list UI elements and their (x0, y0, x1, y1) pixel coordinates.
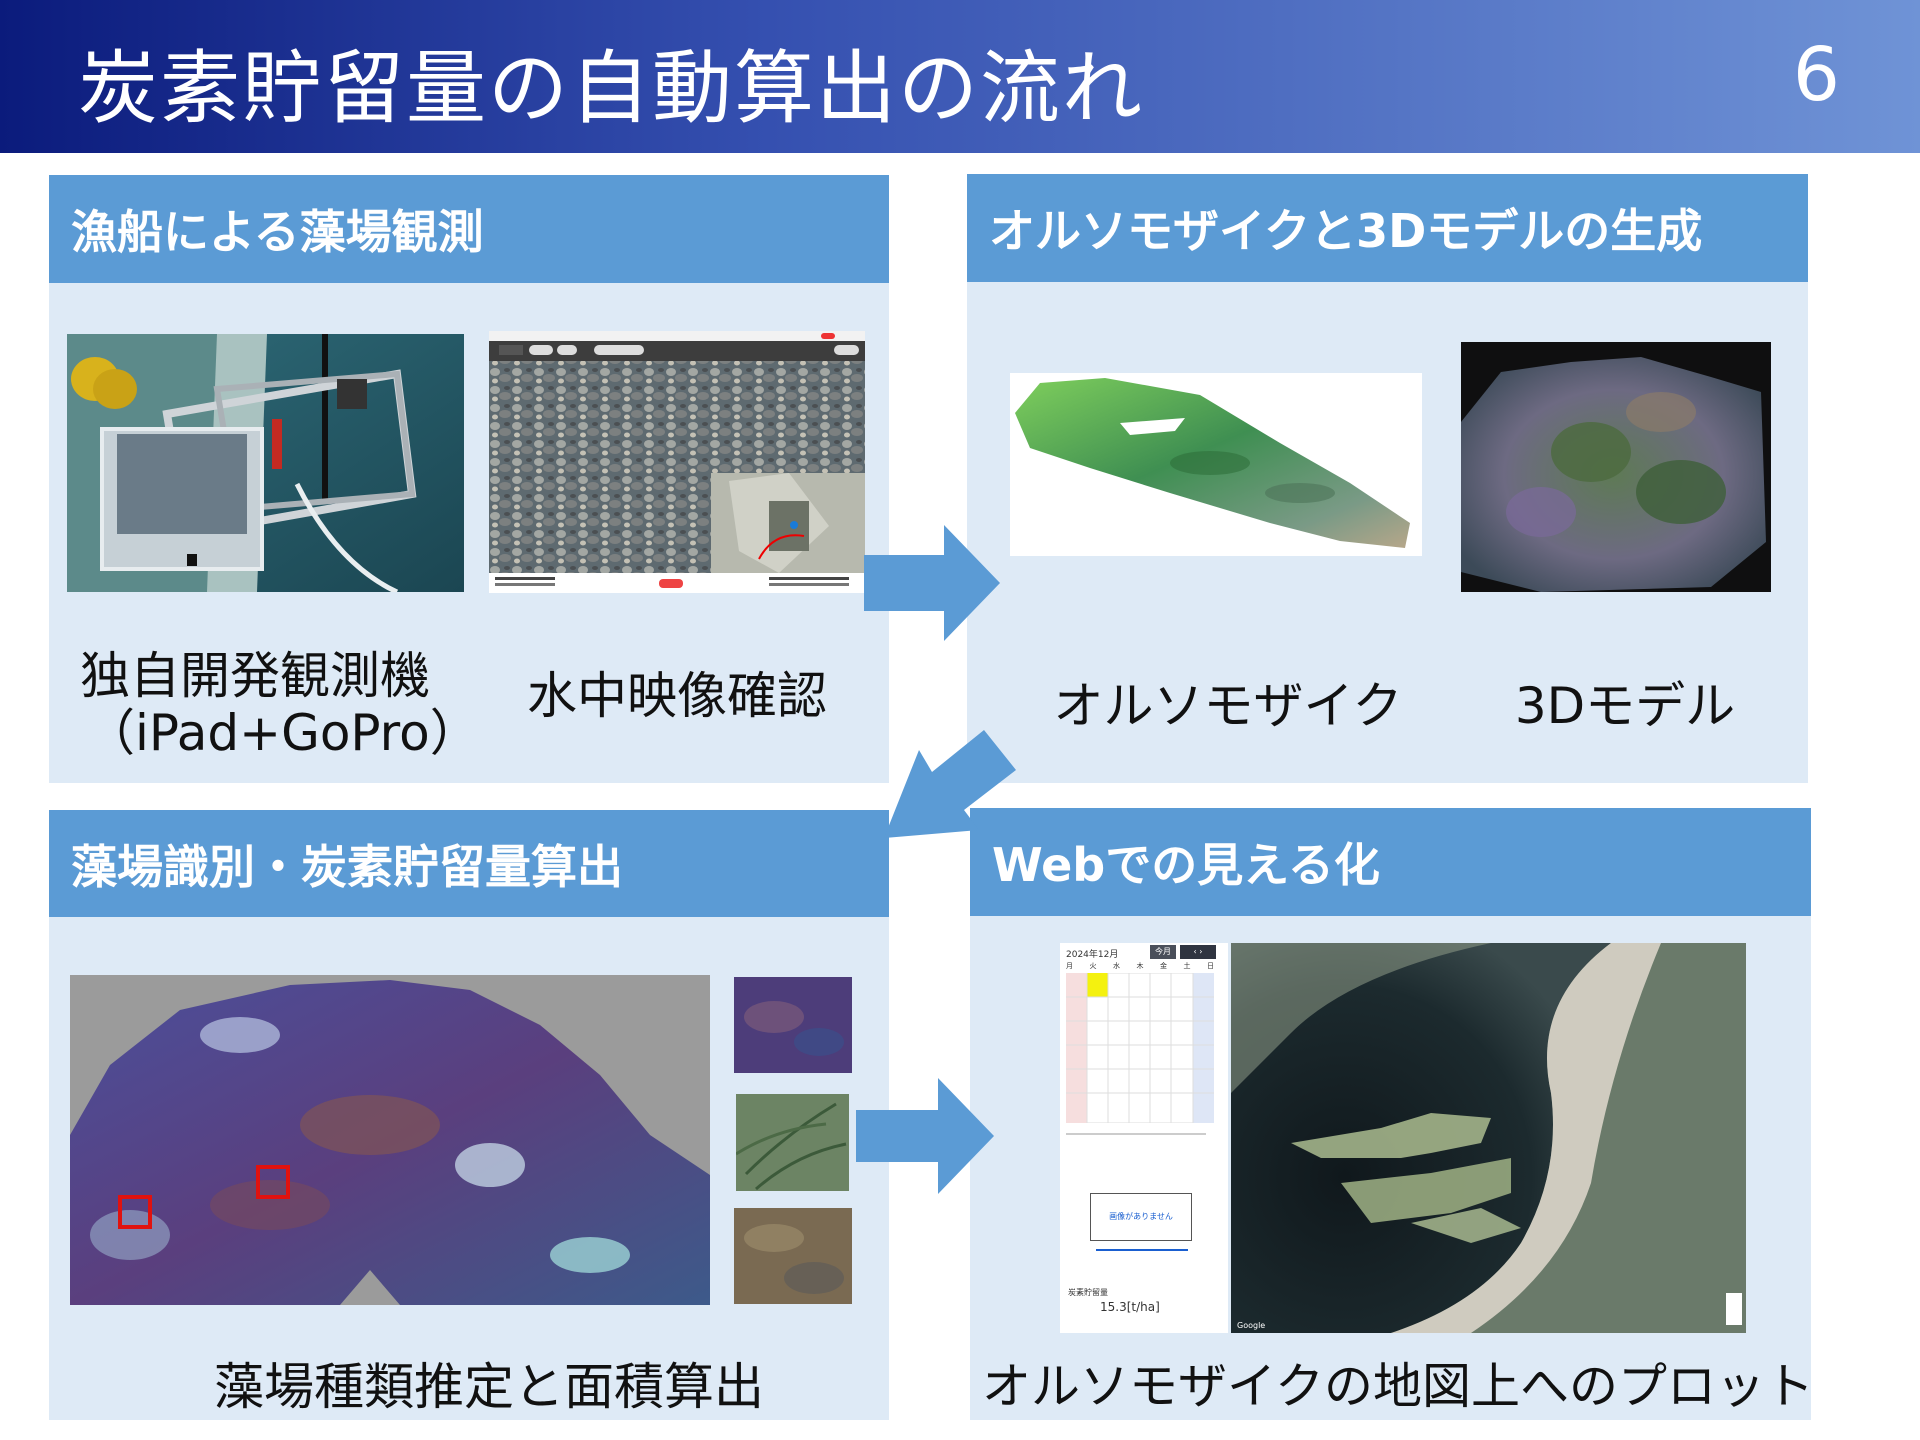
today-button[interactable]: 今月 (1150, 945, 1176, 959)
highlight-box-left (118, 1195, 152, 1229)
page-title: 炭素貯留量の自動算出の流れ (78, 42, 1144, 135)
arrow-right-bottom (856, 1078, 994, 1194)
panel-web-heading: Webでの見える化 (970, 808, 1811, 916)
panel-generation-heading: オルソモザイクと3Dモデルの生成 (967, 174, 1808, 282)
sample-thumbnail-1 (734, 977, 852, 1073)
panel-observation-heading: 漁船による藻場観測 (49, 175, 889, 283)
caption-identification: 藻場種類推定と面積算出 (214, 1358, 764, 1416)
web-calendar-sidebar: 2024年12月 今月 ‹ › 月 火 水 木 金 土 日 画像がありません 炭… (1060, 943, 1228, 1333)
caption-3d-model: 3Dモデル (1514, 677, 1736, 735)
sample-thumbnail-3 (734, 1208, 852, 1304)
weekday-thu: 木 (1136, 962, 1144, 970)
arrow-right-top (864, 525, 1000, 641)
calendar-grid[interactable] (1066, 973, 1214, 1123)
map-credit: Google (1237, 1321, 1265, 1330)
weekday-fri: 金 (1160, 962, 1167, 970)
caption-device-line2: （iPad+GoPro） (85, 704, 480, 762)
device-photo (67, 334, 464, 592)
caption-orthomosaic: オルソモザイク (1053, 677, 1403, 735)
carbon-storage-value: 15.3[t/ha] (1100, 1300, 1160, 1314)
caption-device-line1: 独自開発観測機 (80, 647, 430, 705)
month-nav-buttons[interactable]: ‹ › (1180, 945, 1216, 959)
orthomosaic-image (1010, 373, 1422, 556)
weekday-sat: 土 (1183, 962, 1191, 970)
weekday-sun: 日 (1207, 962, 1214, 970)
classification-mosaic (70, 975, 710, 1305)
page-number: 6 (1792, 32, 1840, 118)
weekday-mon: 月 (1066, 962, 1073, 970)
highlight-box-center (256, 1165, 290, 1199)
title-bar (0, 0, 1920, 153)
3d-model-image (1461, 342, 1771, 592)
progress-line (1096, 1249, 1188, 1251)
weekday-tue: 火 (1089, 962, 1097, 970)
no-image-box: 画像がありません (1090, 1193, 1192, 1241)
caption-underwater-video: 水中映像確認 (527, 667, 827, 725)
caption-web: オルソモザイクの地図上へのプロット (982, 1358, 1815, 1415)
calendar-weekday-row: 月 火 水 木 金 土 日 (1066, 961, 1214, 971)
arrow-down-left (884, 730, 1016, 838)
underwater-video-screen (489, 331, 865, 593)
carbon-storage-label: 炭素貯留量 (1068, 1288, 1108, 1297)
weekday-wed: 水 (1113, 962, 1120, 970)
web-map[interactable]: Google (1231, 943, 1746, 1333)
sample-thumbnail-2 (736, 1094, 849, 1191)
calendar-month-title: 2024年12月 (1066, 950, 1119, 960)
panel-identification-heading: 藻場識別・炭素貯留量算出 (49, 810, 889, 917)
